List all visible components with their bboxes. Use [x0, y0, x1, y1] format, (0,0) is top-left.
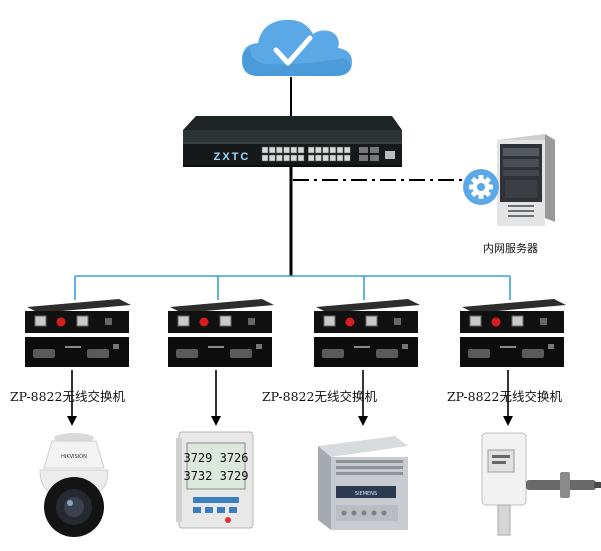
meter-reading-1: 3729 3726: [183, 451, 248, 465]
network-switch: [183, 116, 402, 167]
device-links: [67, 370, 513, 426]
meter-reading-2: 3732 3729: [183, 469, 248, 483]
server-label: 内网服务器: [483, 242, 538, 255]
distribution-bus: [74, 275, 511, 300]
converter-label: ZP-8822无线交换机: [10, 389, 125, 404]
gear-icon: [463, 169, 499, 205]
converter-label: ZP-8822无线交换机: [262, 389, 377, 404]
cloud-check-icon: [242, 19, 352, 76]
converter-label: ZP-8822无线交换机: [447, 389, 562, 404]
psu-brand: SIEMENS: [355, 491, 377, 497]
camera-brand: HIKVISION: [61, 454, 87, 460]
media-converter: [314, 299, 420, 367]
switch-ports: [261, 146, 351, 162]
media-converter: [25, 299, 131, 367]
server-tower: [497, 134, 555, 226]
temp-humidity-sensor: [481, 432, 601, 536]
ptz-camera: HIKVISION: [39, 433, 109, 537]
media-converter: [168, 299, 274, 367]
din-power-supply: SIEMENS: [318, 436, 408, 530]
converter-group: [25, 299, 566, 367]
media-converter: [460, 299, 566, 367]
power-meter: 3729 3726 3732 3729: [176, 431, 254, 529]
